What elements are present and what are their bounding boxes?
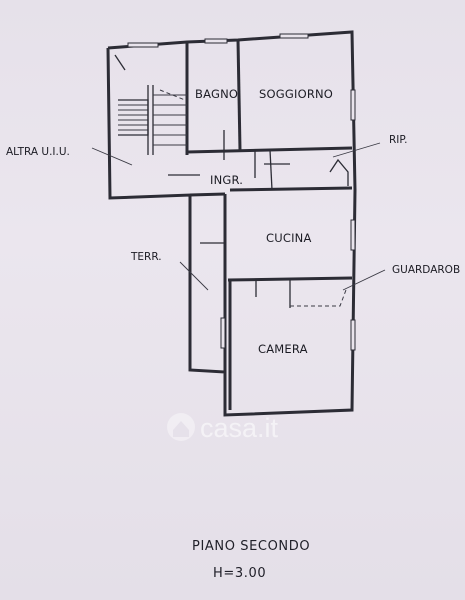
label-bagno: BAGNO (195, 87, 238, 101)
label-ripostiglio: RIP. (389, 134, 407, 146)
staircase (114, 54, 187, 155)
watermark-text: casa.it (200, 413, 279, 443)
outer-walls (106, 30, 357, 417)
label-terrazzo: TERR. (130, 251, 162, 263)
terrace-marker (179, 261, 209, 291)
label-guardaroba: GUARDAROB (392, 264, 460, 276)
windows (127, 33, 356, 351)
label-camera: CAMERA (258, 342, 308, 356)
leader-lines (91, 142, 386, 291)
label-cucina: CUCINA (266, 231, 312, 245)
doors (168, 130, 349, 307)
label-altra-uiu: ALTRA U.I.U. (6, 146, 70, 158)
floor-height: H=3.00 (213, 566, 266, 581)
watermark-logo (167, 413, 195, 441)
label-soggiorno: SOGGIORNO (259, 87, 333, 101)
floor-title: PIANO SECONDO (192, 539, 310, 554)
label-ingresso: INGR. (210, 173, 243, 187)
